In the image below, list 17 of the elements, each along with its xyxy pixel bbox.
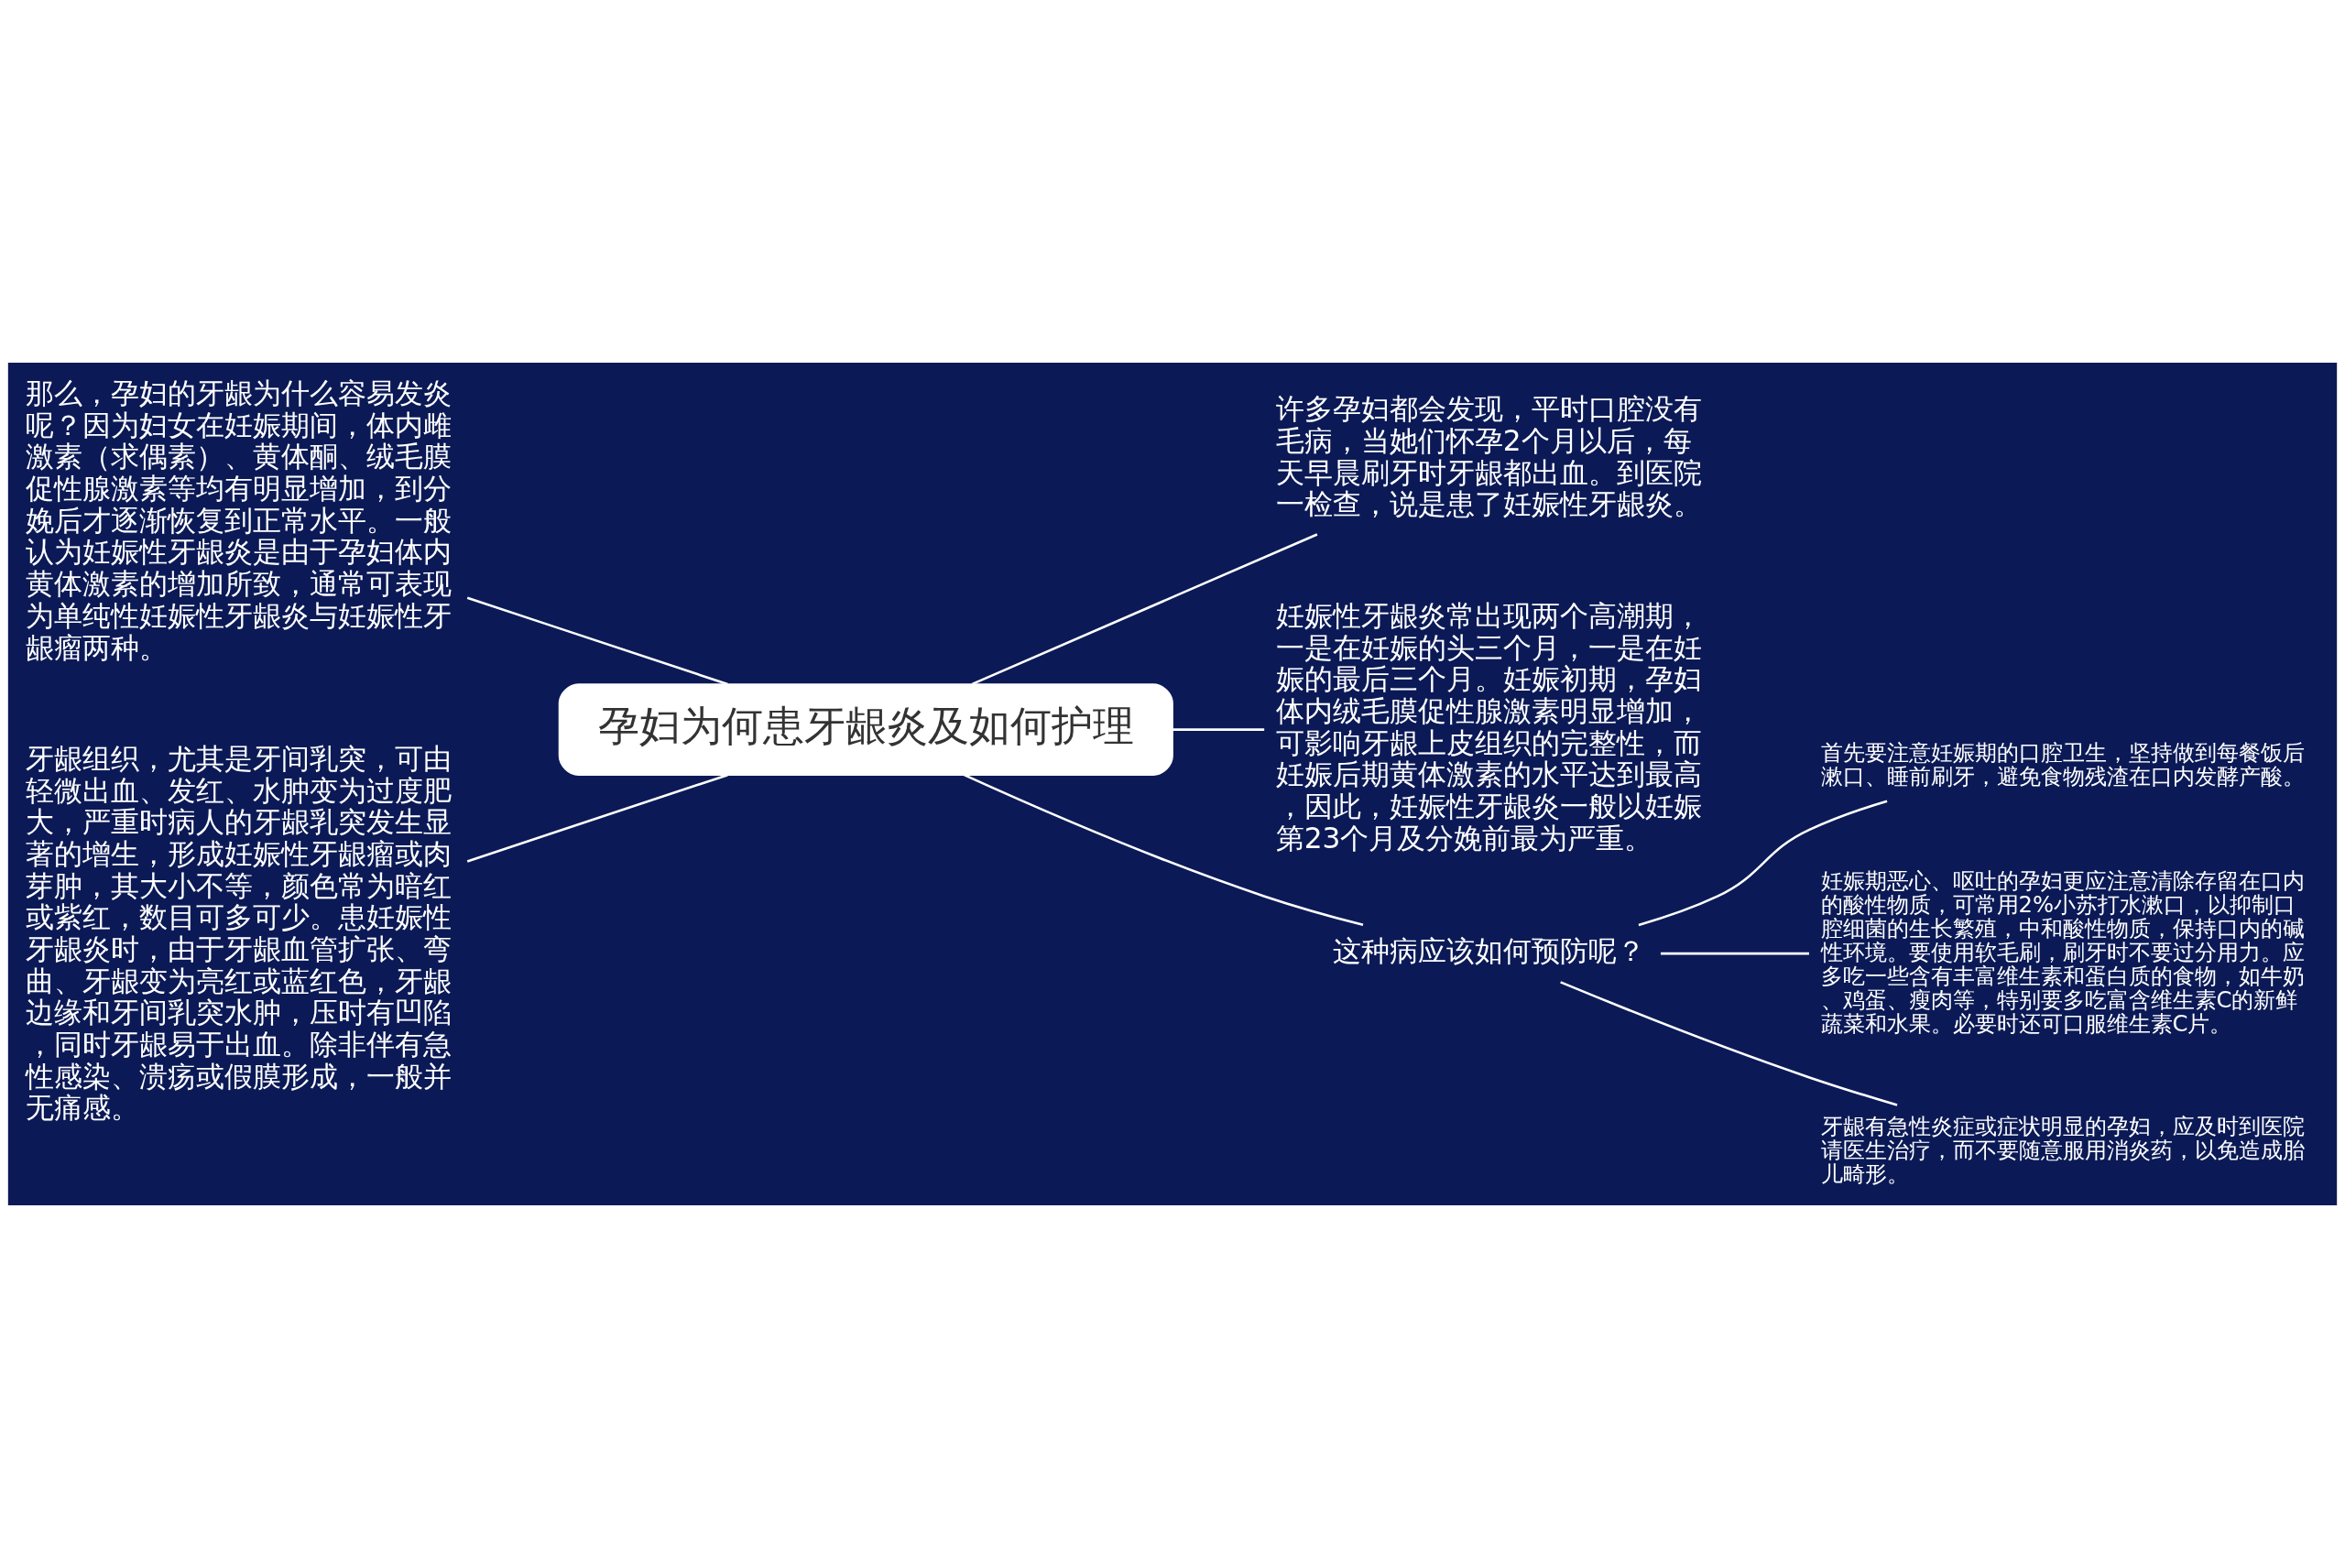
node-text: 妊娠性牙龈炎常出现两个高潮期，一是在妊娠的头三个月，一是在妊娠的最后三个月。妊娠初期，孕妇体内绒毛膜促性腺激素明显增加，可影响牙龈上皮组织的完整性，而妊娠后期黄体激素的水平达到最高，因此，妊娠性牙龈炎一般以妊娠第23个月及分娩前最为严重。 xyxy=(1275,598,1702,855)
connector xyxy=(1660,952,1809,955)
node-text: 牙龈有急性炎症或症状明显的孕妇，应及时到医院请医生治疗，而不要随意服用消炎药，以免造成胎儿畸形。 xyxy=(1820,1113,2305,1188)
node-text: 这种病应该如何预防呢？ xyxy=(1333,933,1646,967)
connector xyxy=(1560,981,1898,1106)
connector xyxy=(466,773,728,863)
node-text: 许多孕妇都会发现，平时口腔没有毛病，当她们怀孕2个月以后，每天早晨刷牙时牙龈都出血。到医院一检查，说是患了妊娠性牙龈炎。 xyxy=(1275,392,1702,521)
node-box: 孕妇为何患牙龈炎及如何护理 xyxy=(558,683,1173,776)
node-text: 妊娠期恶心、呕吐的孕妇更应注意清除存留在口内的酸性物质，可常用2%小苏打水漱口，以抑制口腔细菌的生长繁殖，中和酸性物质，保持口内的碱性环境。要使用软毛刷，刷牙时不要过分用力。应多吃一些含有丰富维生素和蛋白质的食物，如牛奶、鸡蛋、瘦肉等，特别要多吃富含维生素C的新鲜蔬菜和水果。必要时还可口服维生素C片。 xyxy=(1820,866,2305,1037)
connector xyxy=(466,596,728,686)
connector xyxy=(1638,800,1888,927)
connector xyxy=(964,774,1364,927)
connector xyxy=(971,533,1318,686)
connector xyxy=(1172,728,1265,731)
node-text: 首先要注意妊娠期的口腔卫生，坚持做到每餐饭后漱口、睡前刷牙，避免食物残渣在口内发酵产酸。 xyxy=(1820,738,2305,789)
node-text: 那么，孕妇的牙龈为什么容易发炎呢？因为妇女在妊娠期间，体内雌激素（求偶素）、黄体酮、绒毛膜促性腺激素等均有明显增加，到分娩后才逐渐恢复到正常水平。一般认为妊娠性牙龈炎是由于孕妇体内黄体激素的增加所致，通常可表现为单纯性妊娠性牙龈炎与妊娠性牙龈瘤两种。 xyxy=(25,376,452,664)
node-text: 牙龈组织，尤其是牙间乳突，可由轻微出血、发红、水肿变为过度肥大，严重时病人的牙龈乳突发生显著的增生，形成妊娠性牙龈瘤或肉芽肿，其大小不等，颜色常为暗红或紫红，数目可多可少。患妊娠性牙龈炎时，由于牙龈血管扩张、弯曲、牙龈变为亮红或蓝红色，牙龈边缘和牙间乳突水肿，压时有凹陷，同时牙龈易于出血。除非伴有急性感染、溃疡或假膜形成，一般并无痛感。 xyxy=(25,741,452,1125)
